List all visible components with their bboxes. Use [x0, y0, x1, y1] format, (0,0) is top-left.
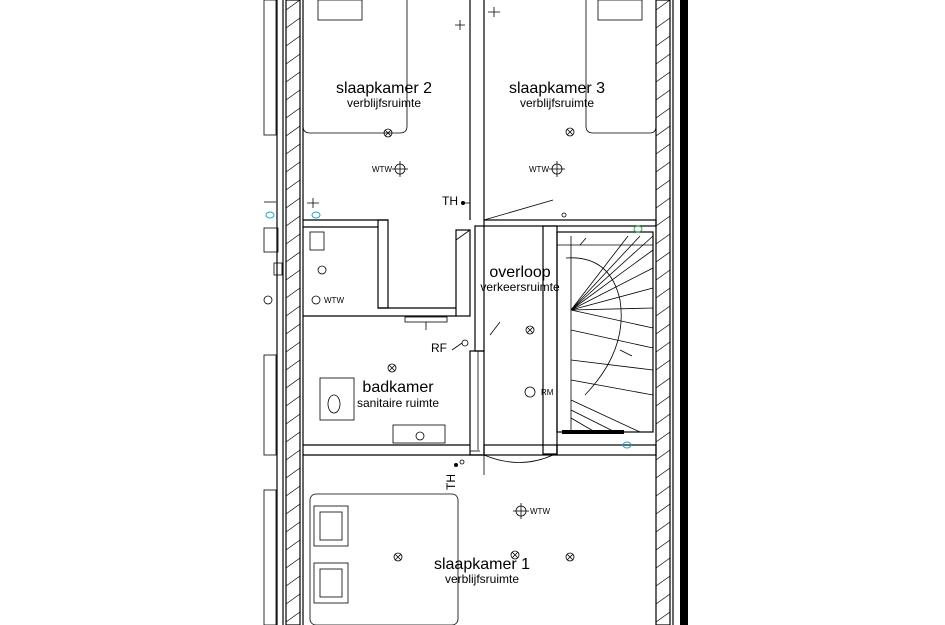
room-label-slaapkamer-3: slaapkamer 3 verblijfsruimte — [509, 80, 605, 110]
room-name: overloop — [489, 264, 550, 281]
bathroom-fixtures — [319, 316, 448, 444]
light-point — [393, 552, 403, 562]
thermostat-symbol: TH — [444, 463, 458, 490]
room-name: slaapkamer 1 — [434, 556, 530, 573]
room-label-badkamer: badkamer sanitaire ruimte — [357, 379, 439, 410]
room-name: slaapkamer 2 — [336, 80, 432, 97]
room-name: badkamer — [362, 379, 434, 396]
room-type: verkeersruimte — [480, 280, 560, 294]
room-label-overloop: overloop verkeersruimte — [480, 264, 560, 294]
room-label-slaapkamer-1: slaapkamer 1 verblijfsruimte — [434, 556, 530, 586]
staircase — [556, 231, 654, 434]
wtw-vent-icon: WTW — [372, 161, 408, 177]
interior-walls — [303, 0, 657, 456]
room-name: slaapkamer 3 — [509, 80, 605, 97]
left-side-fixtures — [263, 227, 327, 305]
bed-slaapkamer-3 — [585, 0, 657, 134]
bed-slaapkamer-1 — [309, 493, 459, 625]
th-label: TH — [444, 474, 458, 490]
th-label: TH — [442, 194, 458, 208]
rm-label: RM — [541, 388, 554, 397]
light-point — [565, 127, 575, 137]
light-point — [525, 325, 535, 335]
left-wall-block — [263, 0, 304, 625]
switch-icons — [264, 7, 587, 465]
room-label-slaapkamer-2: slaapkamer 2 verblijfsruimte — [336, 80, 432, 110]
light-point — [383, 128, 393, 138]
room-type: sanitaire ruimte — [357, 396, 439, 410]
rf-label: RF — [431, 341, 447, 355]
right-wall-block — [655, 0, 688, 625]
light-point — [387, 363, 397, 373]
light-point — [565, 552, 575, 562]
thermostat-symbol: TH — [442, 194, 470, 208]
rf-symbol: RF — [431, 339, 469, 355]
wtw-label: WTW — [530, 507, 550, 516]
socket-markers — [265, 211, 643, 449]
wtw-label: WTW — [324, 296, 344, 305]
doors — [455, 199, 554, 475]
room-type: verblijfsruimte — [347, 96, 421, 110]
room-type: verblijfsruimte — [445, 572, 519, 586]
wtw-label: WTW — [372, 165, 392, 174]
wtw-label: WTW — [529, 165, 549, 174]
wtw-vent-icon: WTW — [311, 295, 344, 305]
wtw-vent-icon: WTW — [529, 161, 565, 177]
bed-slaapkamer-2 — [302, 0, 408, 134]
rm-symbol: RM — [524, 386, 554, 398]
room-type: verblijfsruimte — [520, 96, 594, 110]
light-point — [510, 550, 520, 560]
wtw-vent-icon: WTW — [513, 503, 550, 519]
